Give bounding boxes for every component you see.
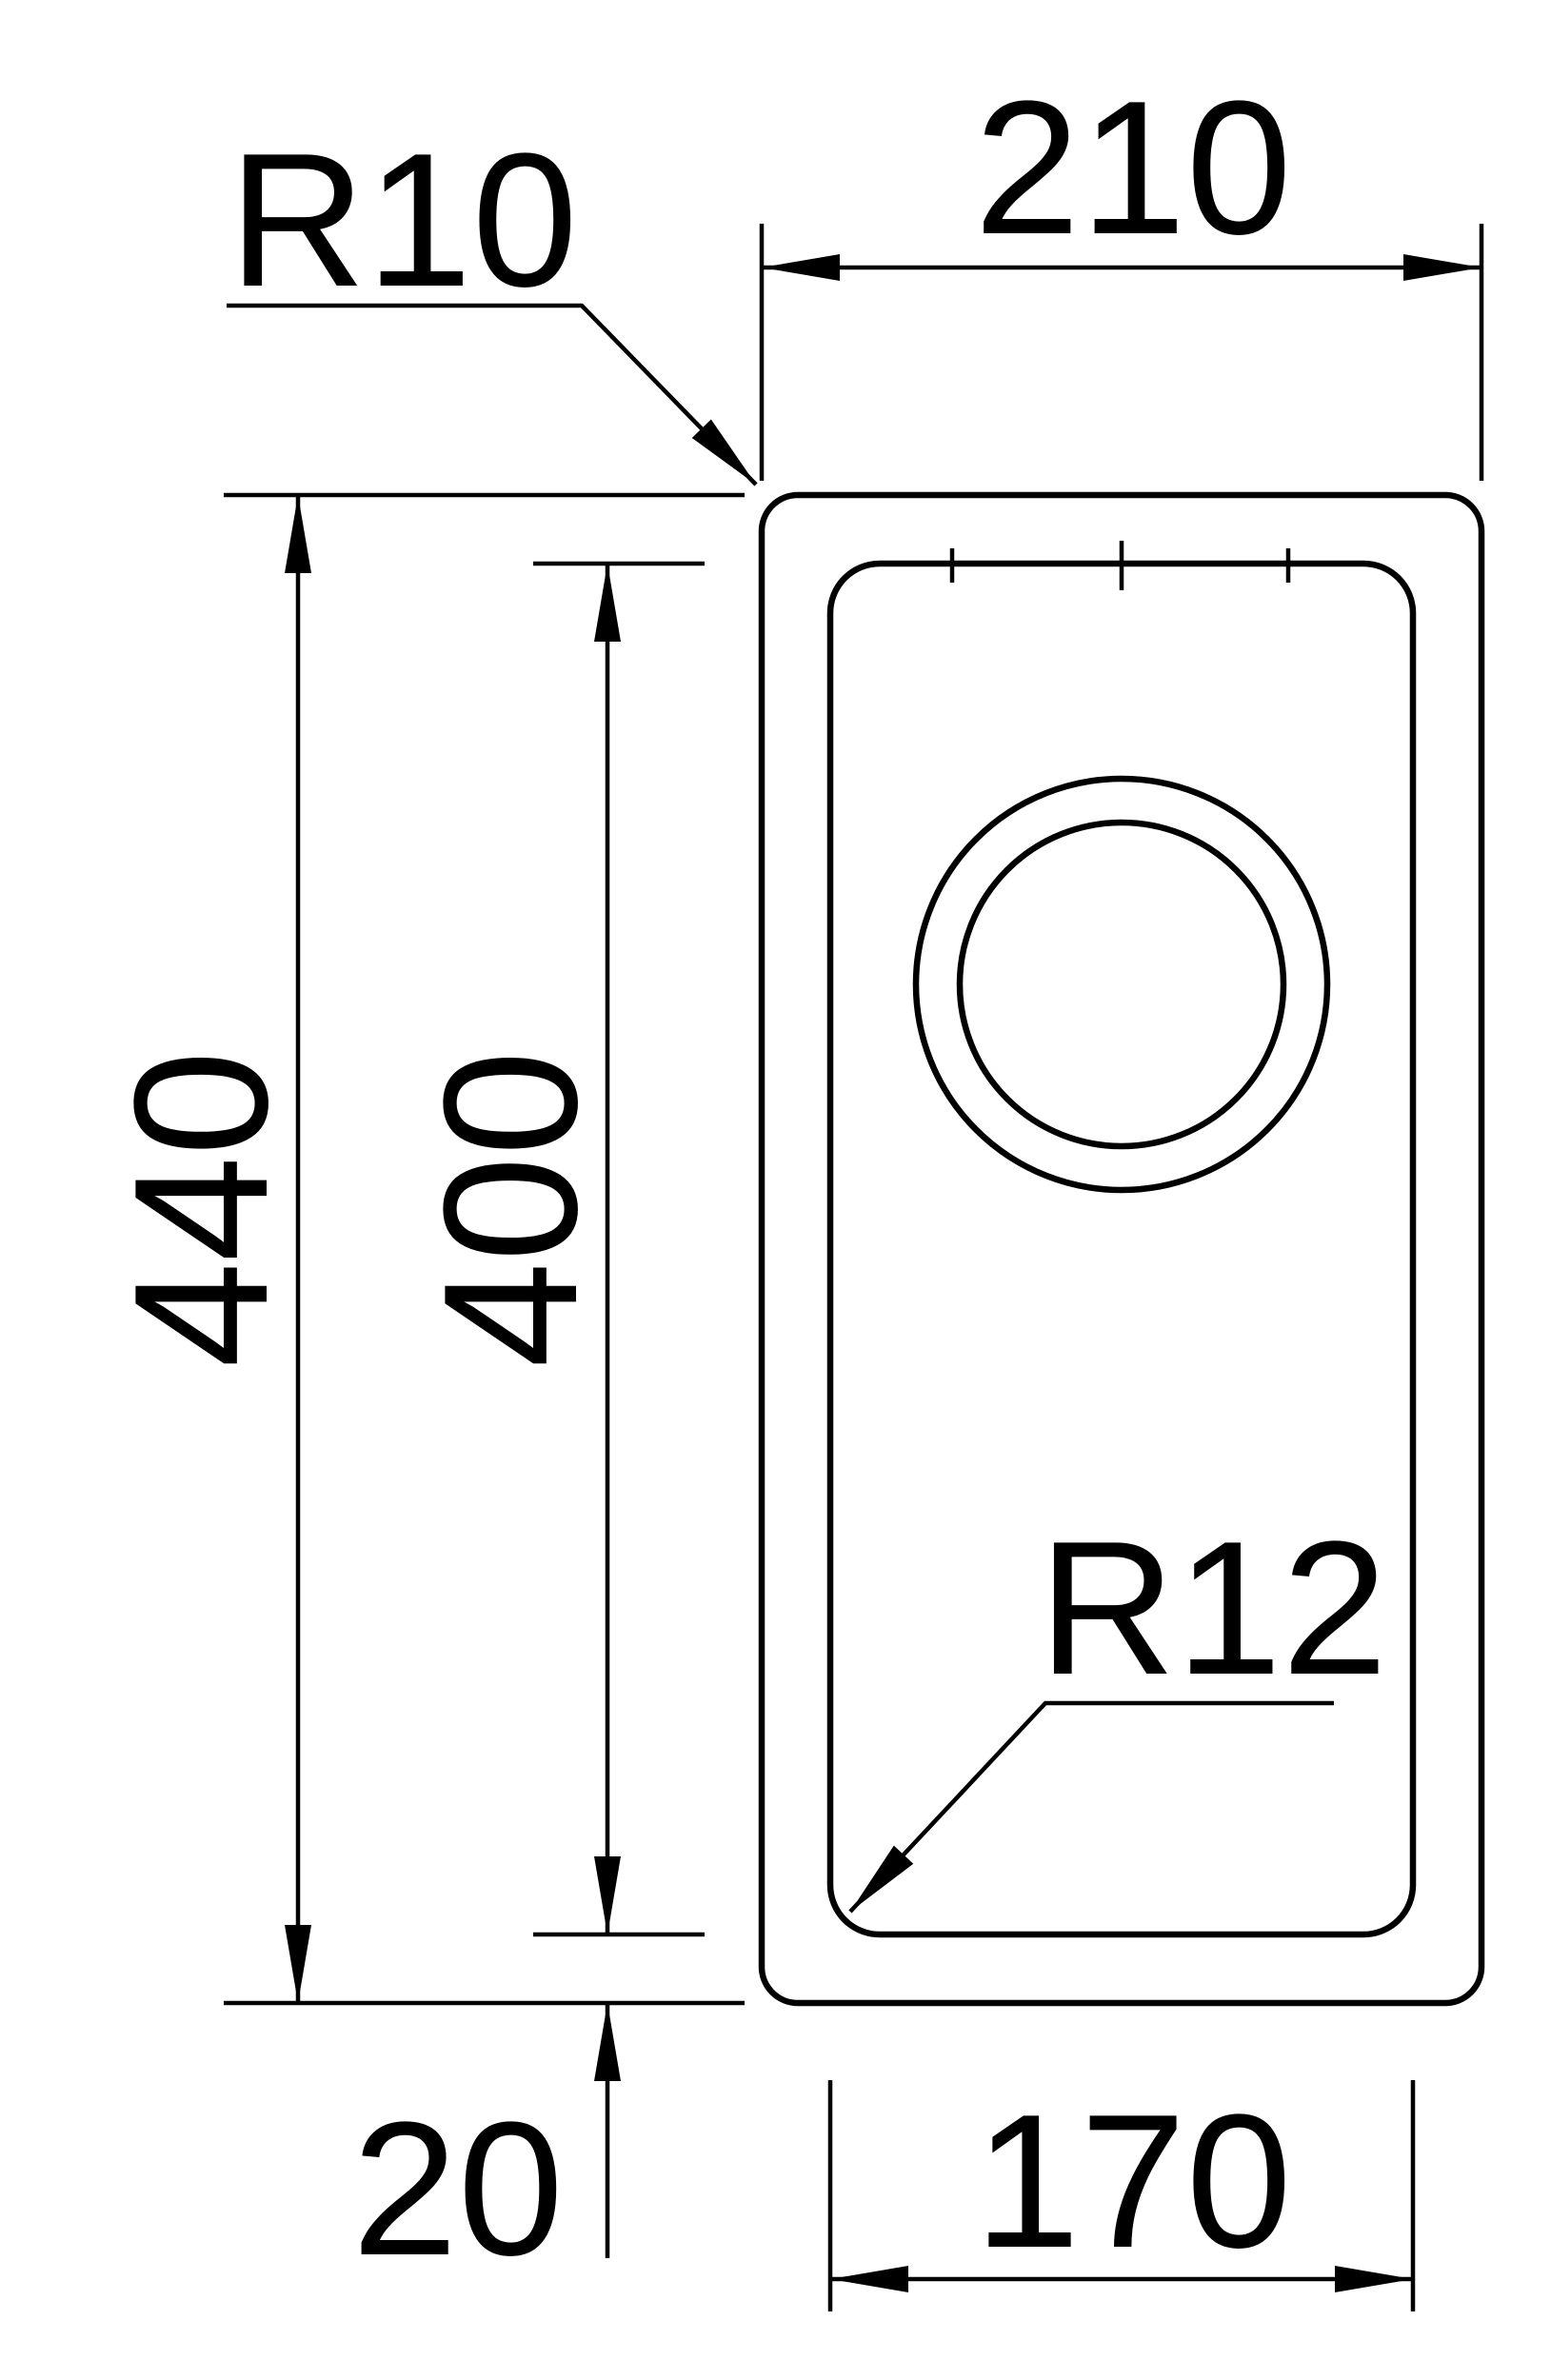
dimension-label-bowl-width: 170 [974, 2075, 1292, 2288]
sink-bowl-outline [826, 560, 1417, 1938]
dimension-label-bowl-length: 400 [405, 1050, 617, 1368]
sink-outer-rim-outline [758, 491, 1485, 2007]
leader-line-outer-corner-radius [227, 303, 758, 486]
dimension-label-overall-height: 440 [95, 1050, 308, 1368]
drain-hole-circle [956, 819, 1287, 1150]
radius-label-bowl-corner: R12 [1039, 1502, 1388, 1715]
dimension-label-bottom-offset: 20 [352, 2083, 564, 2295]
drain-flange-circle [912, 775, 1331, 1194]
leader-line-bowl-corner-radius [848, 1700, 1334, 1914]
dimension-label-overall-width: 210 [974, 62, 1292, 274]
radius-label-outer-corner: R10 [229, 114, 578, 327]
